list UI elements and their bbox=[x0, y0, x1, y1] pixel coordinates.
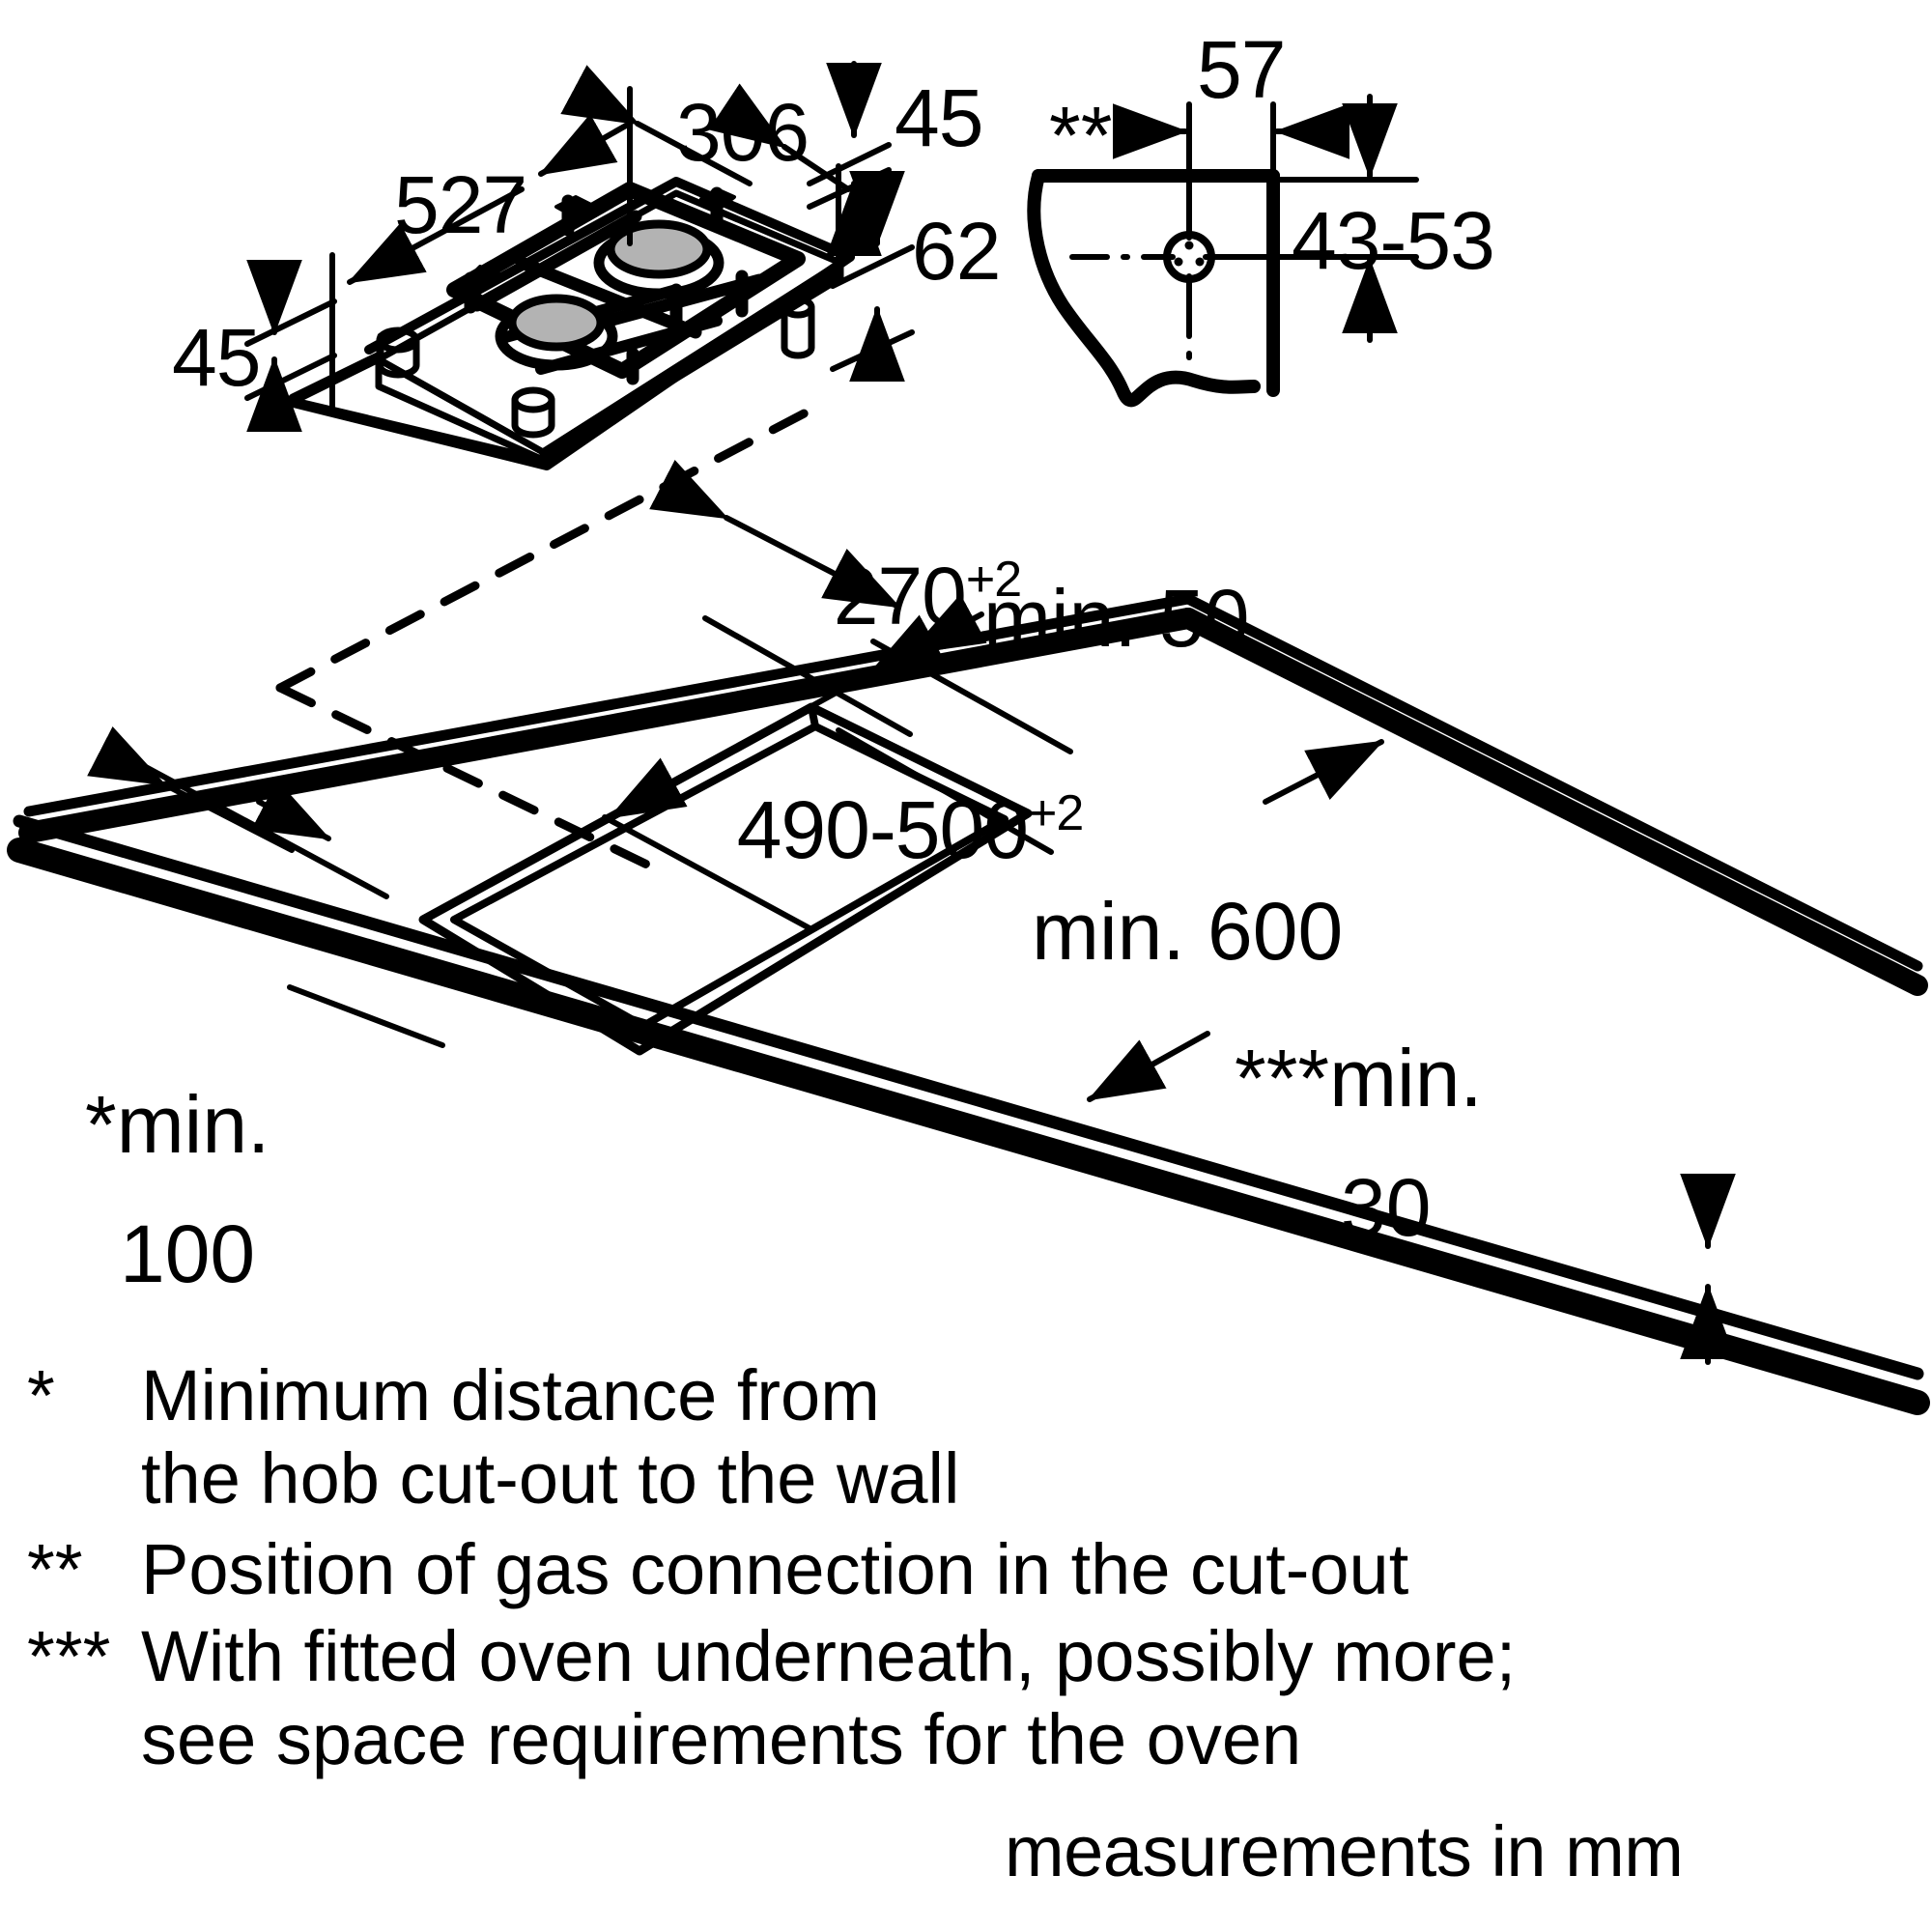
min-30-line2: 30 bbox=[1341, 1162, 1432, 1253]
min-30-footnote-marker: *** bbox=[1235, 1033, 1330, 1123]
footnote-3-line-1: With fitted oven underneath, possibly mo… bbox=[141, 1616, 1517, 1696]
footnote-2: ** Position of gas connection in the cut… bbox=[27, 1528, 1408, 1611]
dimension-label-527: 527 bbox=[394, 159, 527, 250]
footnote-1-line-2: the hob cut-out to the wall bbox=[141, 1437, 960, 1519]
footnote-3: *** With fitted oven underneath, possibl… bbox=[27, 1615, 1516, 1781]
dimension-label-min-100: *min. 100 bbox=[85, 1053, 270, 1310]
dimension-label-306: 306 bbox=[676, 87, 810, 178]
gas-connection-footnote-marker: ** bbox=[1049, 90, 1113, 181]
dimension-label-270: 270+2 bbox=[790, 473, 1022, 637]
min-100-line1: min. bbox=[116, 1079, 270, 1170]
min-100-footnote-marker: * bbox=[85, 1079, 117, 1170]
gas-detail-dimension-lines bbox=[1113, 94, 1419, 343]
dimension-label-57: 57 bbox=[1197, 24, 1286, 115]
footnote-2-marker: ** bbox=[27, 1529, 83, 1609]
footnote-1: * Minimum distance from the hob cut-out … bbox=[27, 1354, 959, 1520]
dimension-270-value: 270 bbox=[833, 551, 967, 641]
dimension-490-500-tolerance: +2 bbox=[1027, 785, 1084, 841]
footnote-3-marker: *** bbox=[27, 1616, 111, 1696]
dimension-label-45-rear: 45 bbox=[895, 72, 983, 163]
dimension-490-500-value: 490-500 bbox=[736, 784, 1029, 875]
min-100-line2: 100 bbox=[120, 1208, 256, 1299]
dimension-label-min-30: ***min. 30 bbox=[1235, 1007, 1483, 1264]
dimension-label-min-600: min. 600 bbox=[1032, 886, 1344, 977]
footnote-3-line-2: see space requirements for the oven bbox=[141, 1698, 1302, 1779]
footnote-1-marker: * bbox=[27, 1355, 55, 1435]
footnote-3-text: With fitted oven underneath, possibly mo… bbox=[141, 1615, 1516, 1781]
dimension-label-45-front: 45 bbox=[172, 312, 261, 403]
gas-connection-detail bbox=[1027, 140, 1288, 408]
hob-appliance-drawing bbox=[285, 177, 855, 470]
dimension-label-43-53: 43-53 bbox=[1292, 195, 1495, 286]
footnote-2-line-1: Position of gas connection in the cut-ou… bbox=[141, 1529, 1409, 1609]
footnote-2-text: Position of gas connection in the cut-ou… bbox=[141, 1528, 1408, 1611]
dimension-label-62: 62 bbox=[912, 206, 1001, 297]
hob-dimension-lines bbox=[244, 61, 915, 432]
dimension-270-tolerance: +2 bbox=[965, 552, 1022, 608]
worktop-dimension-lines bbox=[87, 459, 1736, 1365]
units-label: measurements in mm bbox=[1005, 1811, 1684, 1891]
min-30-line1: min. bbox=[1329, 1033, 1483, 1123]
dimension-label-min-50: min. 50 bbox=[983, 573, 1250, 664]
footnote-1-line-1: Minimum distance from bbox=[141, 1355, 880, 1435]
footnote-1-text: Minimum distance from the hob cut-out to… bbox=[141, 1354, 959, 1520]
dimension-label-490-500: 490-500+2 bbox=[694, 707, 1085, 870]
